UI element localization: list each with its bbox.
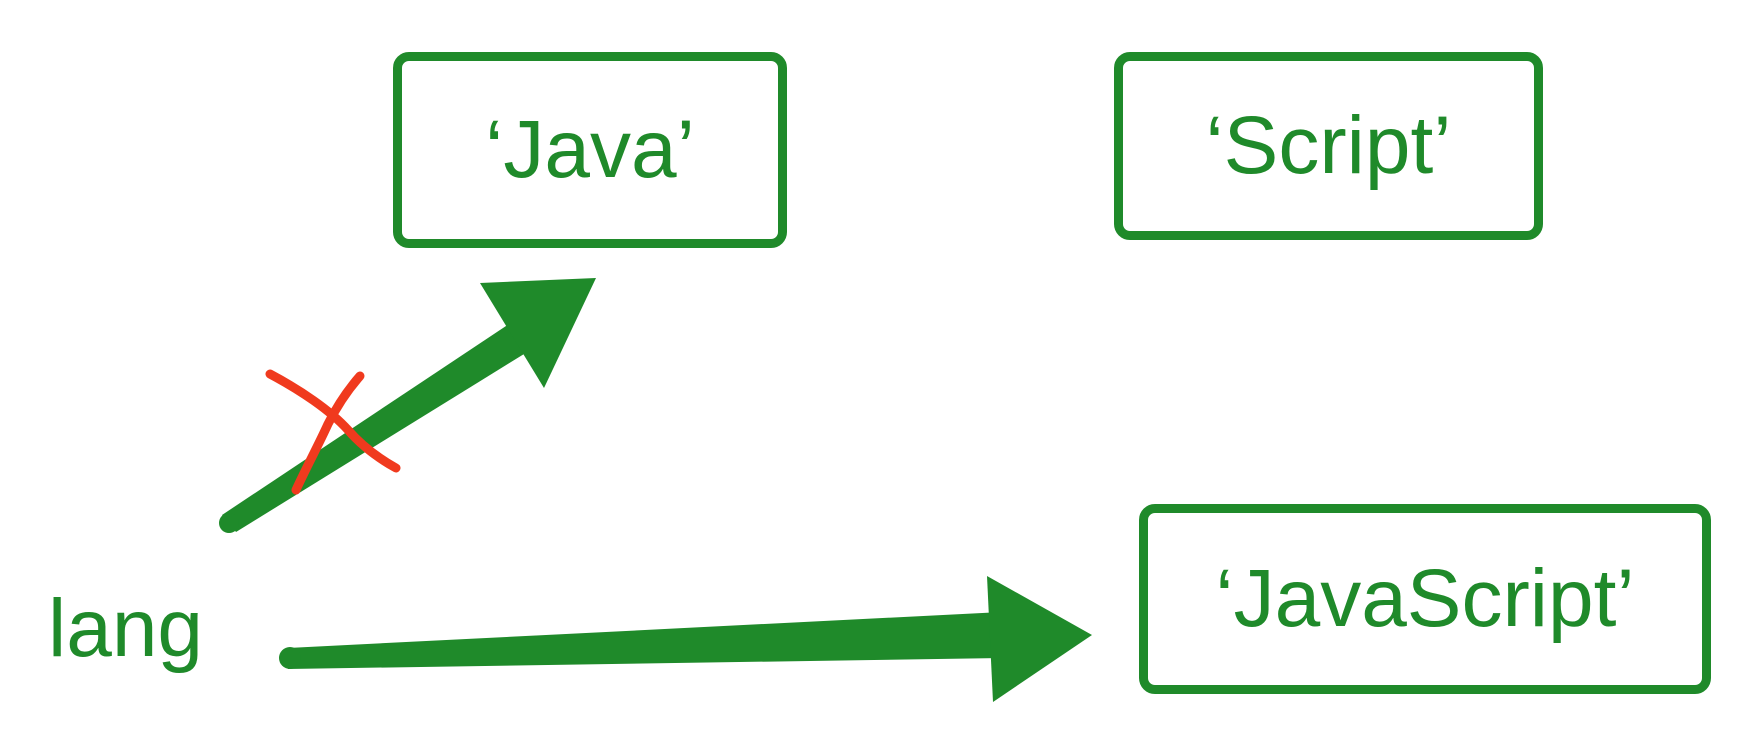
arrow-to-java-shaft (222, 318, 537, 532)
cross-stroke-2 (291, 371, 365, 495)
script-string-box: ‘Script’ (1114, 52, 1543, 240)
cross-stroke-1 (265, 369, 401, 473)
arrow-to-javascript-head (987, 576, 1092, 702)
javascript-string-text: ‘JavaScript’ (1215, 553, 1635, 644)
java-string-box: ‘Java’ (393, 52, 787, 248)
arrow-to-java-head (480, 278, 596, 388)
arrow-to-javascript (279, 576, 1092, 702)
arrow-to-java-cap (219, 513, 239, 533)
lang-variable-label: lang (48, 583, 204, 674)
script-string-text: ‘Script’ (1205, 100, 1452, 191)
java-string-text: ‘Java’ (485, 104, 695, 195)
arrow-to-java (219, 278, 596, 533)
arrow-to-javascript-cap (279, 647, 301, 669)
javascript-string-box: ‘JavaScript’ (1139, 504, 1711, 694)
cross-mark (265, 369, 401, 495)
arrow-to-javascript-shaft (288, 612, 1002, 669)
